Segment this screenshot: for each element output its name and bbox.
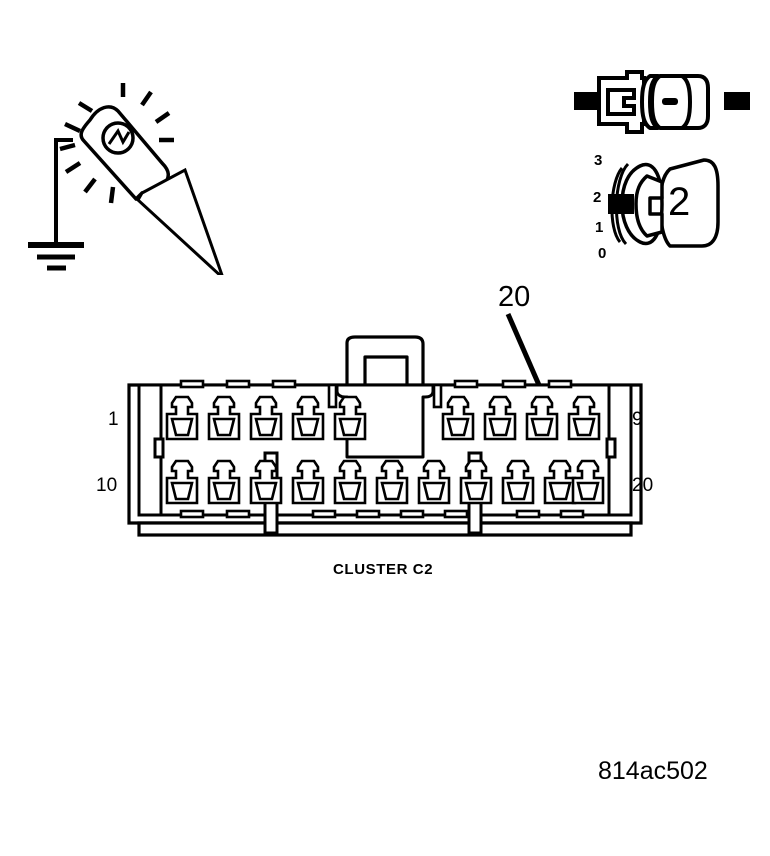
callout-label-20: 20 [498, 281, 531, 313]
pin-label-bottom-right: 20 [632, 475, 654, 496]
lamp-icon [101, 121, 135, 155]
selector-scale-3: 3 [594, 152, 603, 169]
connector-caption: CLUSTER C2 [333, 561, 434, 578]
figure-id: 814ac502 [598, 757, 708, 785]
selector-indicator [608, 194, 634, 214]
selector-value: 2 [668, 180, 691, 224]
selector-scale-1: 1 [595, 219, 604, 236]
cluster-c2-connector [125, 335, 645, 550]
pin-label-bottom-left: 10 [96, 475, 118, 496]
connector-plug-icon [572, 62, 752, 150]
pin-label-top-left: 1 [108, 409, 119, 430]
rotary-selector[interactable]: 3 2 1 0 2 [592, 146, 732, 266]
test-light-probe [10, 45, 250, 280]
selector-scale-2: 2 [593, 189, 602, 206]
selector-scale-0: 0 [598, 245, 607, 262]
pin-label-top-right: 9 [632, 409, 643, 430]
